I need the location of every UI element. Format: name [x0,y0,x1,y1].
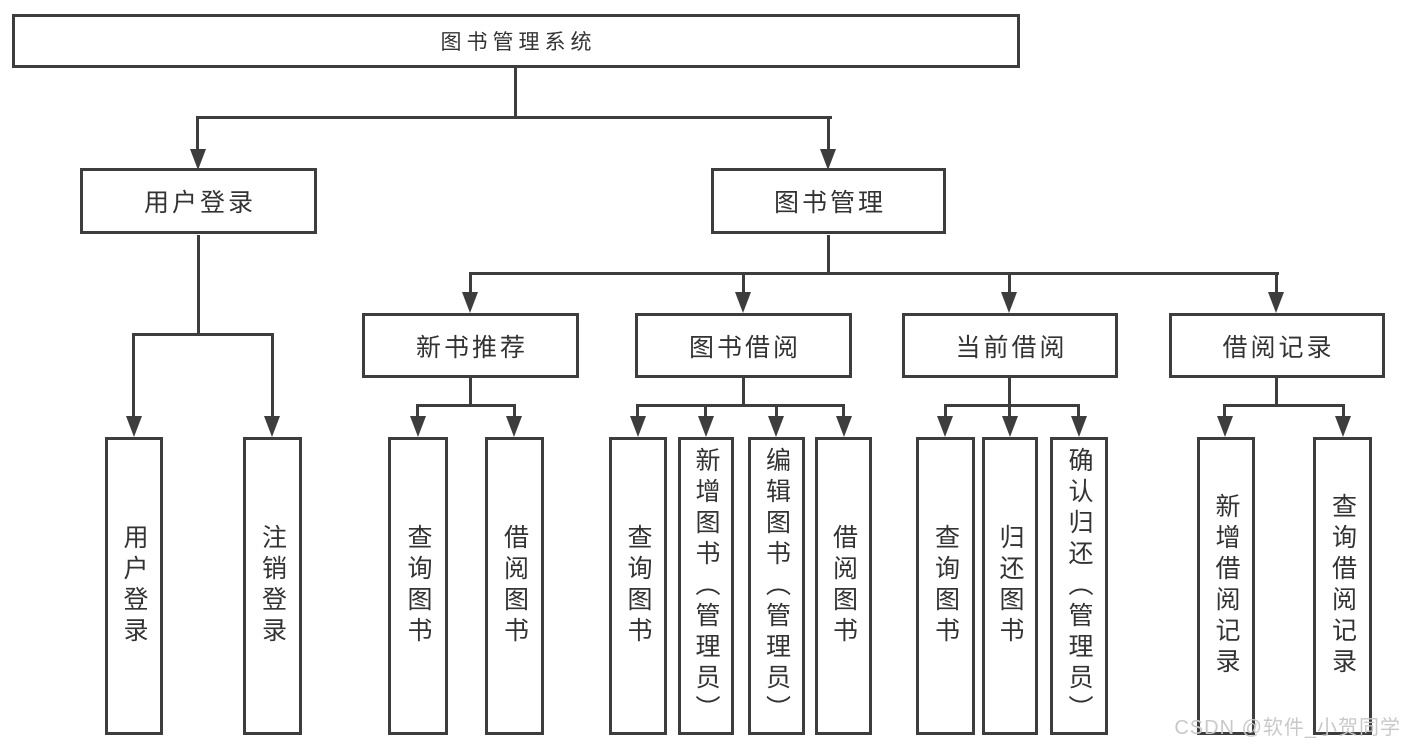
connector-stub [1077,404,1080,418]
leaf-label: 新增图书（管理员） [692,446,720,726]
arrow-down-icon [1268,292,1284,313]
connector-stub [416,404,419,418]
connector-stub [132,333,135,417]
connector-stub [704,404,707,418]
arrow-down-icon [820,149,836,170]
node-user-login: 用户登录 [80,168,317,234]
connector-stub [1008,404,1011,418]
leaf-label: 确认归还（管理员） [1065,446,1093,726]
node-borrow-records: 借阅记录 [1169,313,1385,378]
leaf-borrow-books: 借阅图书 [815,437,872,735]
arrow-down-icon [768,416,784,437]
node-book-management: 图书管理 [711,168,946,234]
connector-level1-rail [196,116,832,119]
connector-stub [742,272,745,294]
connector-stub [469,378,472,407]
connector-stub [513,404,516,418]
leaf-label: 借阅图书 [500,524,529,648]
connector-stub [197,235,200,335]
leaf-edit-book-admin: 编辑图书（管理员） [748,437,805,735]
connector-stub [775,404,778,418]
arrow-down-icon [1071,416,1087,437]
leaf-query-books-borrow: 查询图书 [609,437,667,735]
connector-stub [1275,378,1278,407]
leaf-confirm-return-admin: 确认归还（管理员） [1050,437,1108,735]
connector-rail [416,404,516,407]
leaf-label: 注销登录 [258,524,287,648]
arrow-down-icon [1002,416,1018,437]
leaf-label: 查询图书 [404,524,432,648]
connector-stub [1342,404,1345,418]
leaf-borrow-books-recommend: 借阅图书 [485,437,544,735]
node-root-system: 图书管理系统 [12,14,1020,68]
node-current-borrow: 当前借阅 [902,313,1118,378]
connector-stub [271,333,274,417]
arrow-down-icon [937,416,953,437]
connector-stub [1008,378,1011,407]
leaf-label: 借阅图书 [829,524,858,648]
connector-stub [1223,404,1226,418]
arrow-down-icon [698,416,714,437]
leaf-label: 查询借阅记录 [1328,493,1357,679]
connector-stub [944,404,947,418]
leaf-label: 查询图书 [624,524,652,648]
arrow-down-icon [190,149,206,170]
connector-stub [1275,272,1278,294]
connector-rail [636,404,845,407]
arrow-down-icon [1335,416,1351,437]
connector-stub [827,116,830,152]
arrow-down-icon [1217,416,1233,437]
leaf-label: 用户登录 [120,524,148,648]
connector-stub [636,404,639,418]
arrow-down-icon [630,416,646,437]
leaf-label: 归还图书 [996,524,1024,648]
leaf-query-books-recommend: 查询图书 [388,437,448,735]
arrow-down-icon [126,416,142,437]
connector-stub [742,378,745,407]
leaf-logout: 注销登录 [243,437,302,735]
arrow-down-icon [735,292,751,313]
arrow-down-icon [1001,292,1017,313]
connector-rail [944,404,1080,407]
leaf-user-login: 用户登录 [105,437,163,735]
arrow-down-icon [506,416,522,437]
connector-rail [469,272,1279,275]
connector-stub [1008,272,1011,294]
arrow-down-icon [836,416,852,437]
csdn-watermark: CSDN @软件_小贺同学 [1174,717,1401,739]
arrow-down-icon [264,416,280,437]
node-new-book-recommend: 新书推荐 [362,313,579,378]
arrow-down-icon [462,292,478,313]
connector-stub [842,404,845,418]
connector-root-trunk [514,68,517,118]
connector-rail [132,333,274,336]
leaf-label: 编辑图书（管理员） [762,446,791,726]
leaf-query-borrow-record: 查询借阅记录 [1313,437,1372,735]
leaf-add-book-admin: 新增图书（管理员） [678,437,734,735]
connector-rail [1223,404,1345,407]
leaf-return-book: 归还图书 [982,437,1038,735]
leaf-label: 新增借阅记录 [1212,493,1240,679]
connector-stub [469,272,472,294]
connector-stub [196,116,199,152]
connector-stub [827,235,830,275]
leaf-query-books-current: 查询图书 [916,437,975,735]
leaf-label: 查询图书 [931,524,960,648]
arrow-down-icon [410,416,426,437]
leaf-add-borrow-record: 新增借阅记录 [1197,437,1255,735]
node-book-borrow: 图书借阅 [635,313,852,378]
